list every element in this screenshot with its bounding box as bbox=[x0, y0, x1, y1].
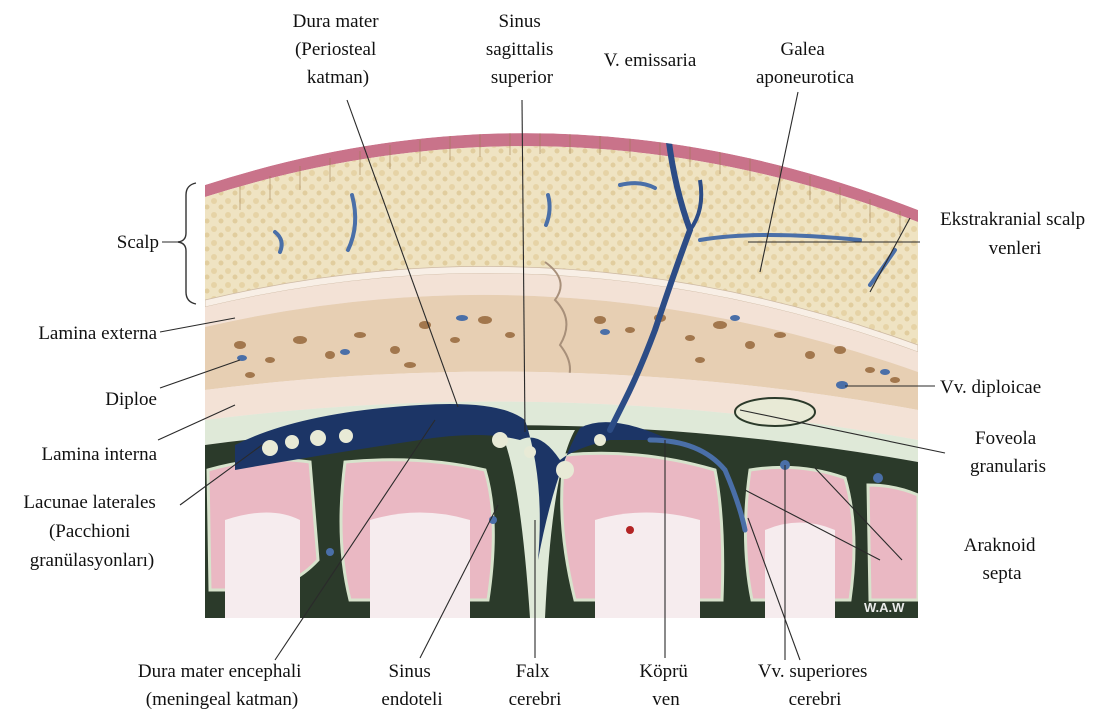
label-galea-aponeurotica: Galea aponeurotica bbox=[756, 39, 855, 88]
label-scalp: Scalp bbox=[117, 232, 159, 253]
scalp-brace bbox=[178, 183, 196, 304]
watermark-text: W.A.W bbox=[864, 600, 905, 615]
label-v-emissaria: V. emissaria bbox=[604, 50, 697, 71]
artery-section bbox=[626, 526, 634, 534]
label-lamina-interna: Lamina interna bbox=[41, 444, 157, 465]
illustration-art bbox=[200, 60, 930, 620]
label-sinus-sagittalis-superior: Sinus sagittalis superior bbox=[486, 11, 558, 88]
label-vv-diploicae: Vv. diploicae bbox=[940, 377, 1041, 398]
label-sinus-endoteli: Sinus endoteli bbox=[381, 661, 442, 710]
label-lacunae-laterales: Lacunae laterales (Pacchioni granülasyon… bbox=[23, 492, 160, 571]
label-araknoid-septa: Araknoid septa bbox=[964, 535, 1041, 584]
label-diploe: Diploe bbox=[105, 389, 157, 410]
label-dura-mater-periosteal: Dura mater (Periosteal katman) bbox=[293, 11, 384, 88]
label-foveola-granularis: Foveola granularis bbox=[970, 428, 1046, 477]
label-vv-superiores-cerebri: Vv. superiores cerebri bbox=[758, 661, 872, 710]
label-lamina-externa: Lamina externa bbox=[38, 323, 157, 344]
label-dura-mater-encephali: Dura mater encephali (meningeal katman) bbox=[138, 661, 306, 710]
label-ekstrakranial-scalp-venleri: Ekstrakranial scalp venleri bbox=[940, 209, 1090, 259]
label-kopru-ven: Köprü ven bbox=[639, 661, 692, 710]
label-falx-cerebri: Falx cerebri bbox=[509, 661, 562, 710]
